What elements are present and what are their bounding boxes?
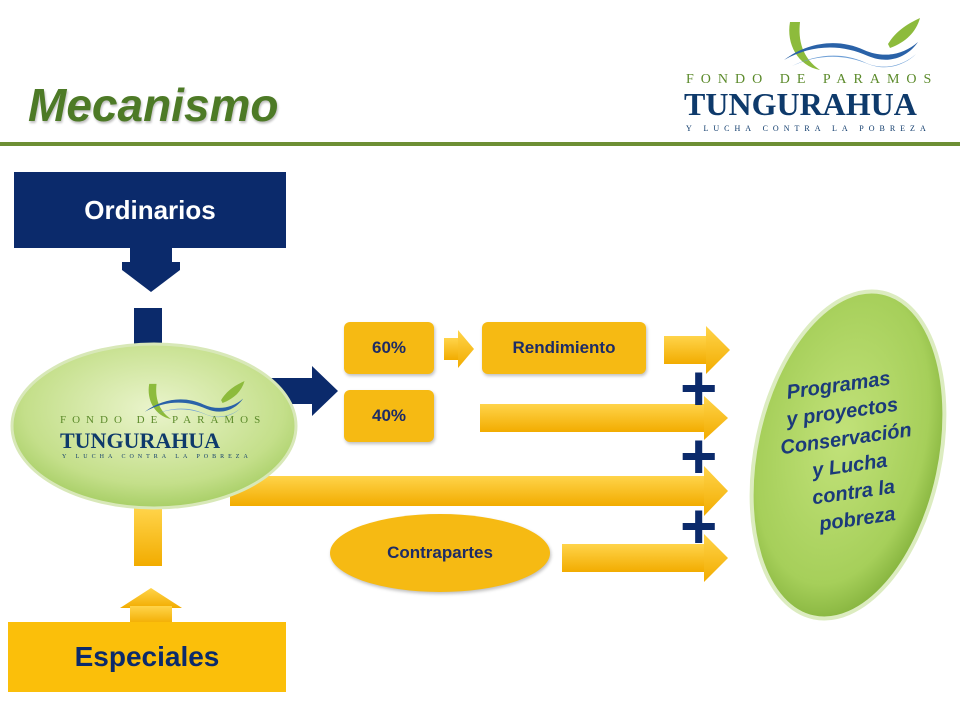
logo-line1: FONDO DE PARAMOS (686, 72, 939, 87)
especiales-up-shaft (130, 606, 172, 624)
fund-logo-line3: Y LUCHA CONTRA LA POBREZA (62, 454, 252, 460)
fund-logo-line2: TUNGURAHUA (60, 428, 221, 453)
rendimiento-to-result-head (706, 326, 730, 374)
fund-logo-ellipse: FONDO DE PARAMOS TUNGURAHUA Y LUCHA CONT… (8, 340, 300, 512)
fund-ellipse-shape (10, 342, 298, 510)
fund-logo-line1: FONDO DE PARAMOS (60, 414, 267, 426)
rendimiento-to-result-shaft (664, 336, 710, 364)
plus-sign-2: + (680, 420, 718, 492)
forty-to-result-head (704, 396, 728, 440)
especiales-box: Especiales (8, 622, 286, 692)
fund-swoosh-icon (144, 381, 245, 420)
contrapartes-to-result-shaft (562, 544, 708, 572)
result-text: Programas y proyectos Conservación y Luc… (779, 367, 914, 536)
sixty-to-rendimiento-head (458, 330, 474, 368)
especiales-up-arrow (120, 588, 182, 608)
logo-header: FONDO DE PARAMOS TUNGURAHUA Y LUCHA CONT… (678, 14, 931, 136)
forty-percent-box: 40% (344, 390, 434, 442)
ordinarios-down-arrow (122, 262, 180, 292)
header-rule (0, 142, 960, 146)
ordinarios-box: Ordinarios (14, 172, 286, 248)
rendimiento-box: Rendimiento (482, 322, 646, 374)
logo-swoosh-icon (784, 18, 920, 70)
ordinarios-right-arrowhead (312, 366, 338, 416)
sixty-to-rendimiento-shaft (444, 338, 458, 360)
plus-sign-1: + (680, 352, 718, 424)
logo-line3: Y LUCHA CONTRA LA POBREZA (686, 124, 931, 133)
especiales-to-result-head (704, 466, 728, 516)
result-ellipse-shape (749, 289, 947, 621)
forty-to-result-shaft (480, 404, 708, 432)
especiales-vertical-bar (134, 508, 162, 566)
ordinarios-down-shaft (130, 248, 172, 266)
logo-line2: TUNGURAHUA (684, 86, 917, 122)
contrapartes-ellipse: Contrapartes (330, 514, 550, 592)
page-title: Mecanismo (28, 79, 279, 131)
especiales-to-result-shaft (230, 476, 708, 506)
result-ellipse: Programas y proyectos Conservación y Luc… (740, 282, 956, 628)
sixty-percent-box: 60% (344, 322, 434, 374)
plus-sign-3: + (680, 490, 718, 562)
contrapartes-to-result-head (704, 534, 728, 582)
